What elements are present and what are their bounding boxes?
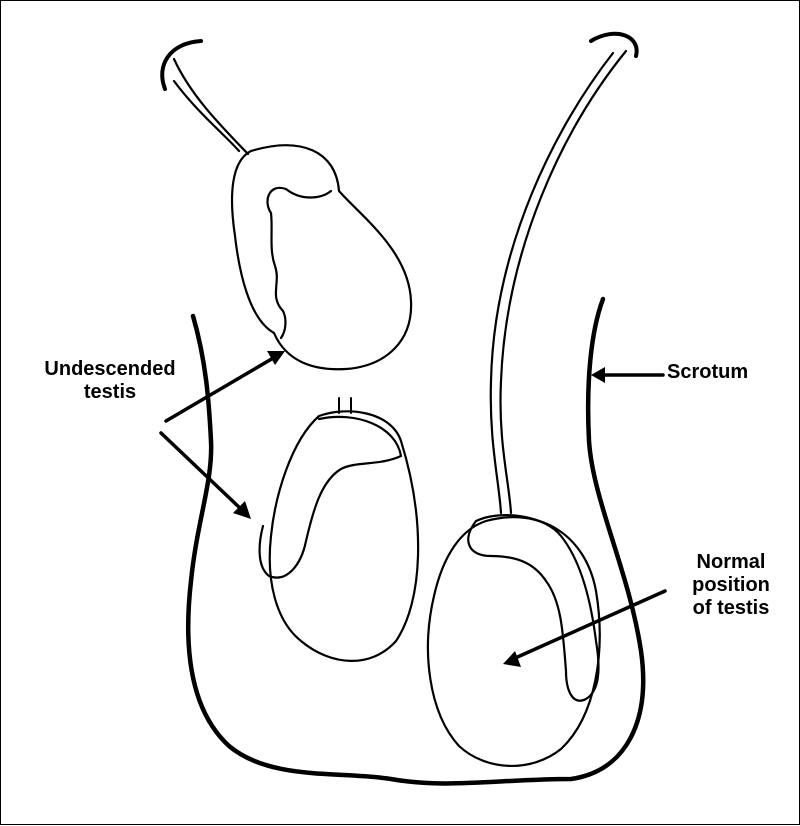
normal-epididymis [468,515,598,701]
right-spermatic-cord [500,51,626,513]
middle-epididymis [260,417,401,578]
arrowhead-upper [267,351,285,365]
undescended-label-line-2: testis [25,381,195,404]
left-spermatic-cord [174,59,248,154]
middle-undescended-testis [270,411,418,661]
normal-label-line-3: of testis [681,597,781,620]
scrotum-label: Scrotum [667,361,748,384]
normal-position-label: Normal position of testis [681,551,781,620]
normal-label-line-2: position [681,574,781,597]
left-cord-hook [162,41,201,89]
upper-epididymis [267,188,331,338]
arrow-to-middle-testis [161,433,241,509]
arrowhead-normal [503,651,521,667]
upper-undescended-testis [232,145,411,369]
arrowhead-scrotum [591,367,605,383]
undescended-testis-label: Undescended testis [25,358,195,404]
normal-label-line-1: Normal [681,551,781,574]
undescended-label-line-1: Undescended [25,358,195,381]
scrotum-outline [188,299,643,783]
